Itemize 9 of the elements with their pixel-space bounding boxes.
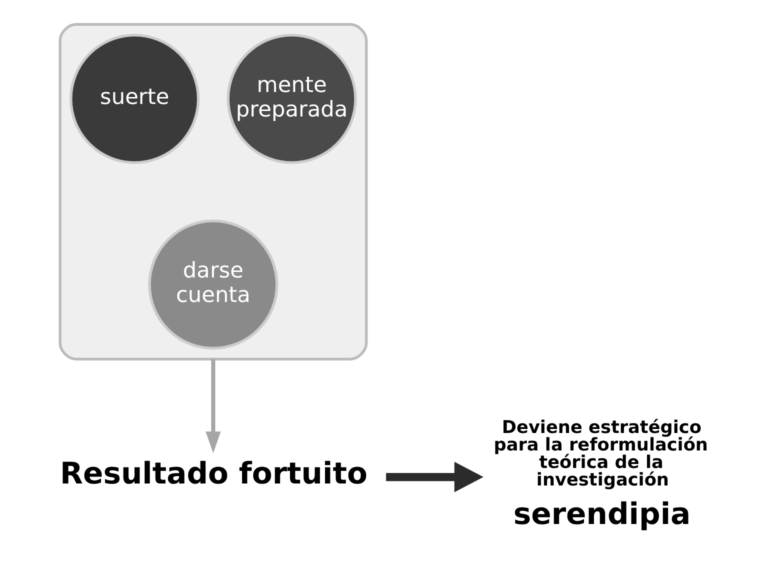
node-text: serendipia <box>513 496 691 532</box>
arrow <box>206 359 221 454</box>
node-circle: suerte <box>70 34 200 164</box>
arrow <box>386 462 484 492</box>
node-circle: mente preparada <box>226 34 357 164</box>
node-text: Resultado fortuito <box>60 456 368 492</box>
node-circle: darse cuenta <box>148 220 278 350</box>
cluster <box>58 23 368 360</box>
node-label: Deviene estratégico para la reformulación teórica de la investigación <box>494 418 708 491</box>
